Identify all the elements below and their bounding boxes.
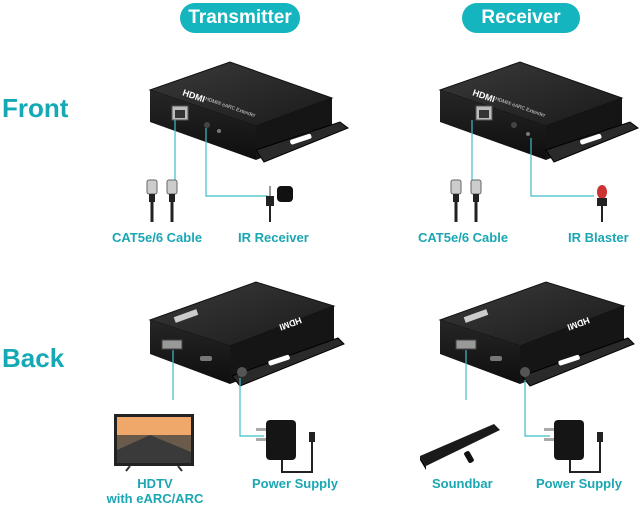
rx-front-cable-caption: CAT5e/6 Cable [418,230,509,245]
receiver-header: Receiver [462,3,580,33]
tv-caption-line2: with eARC/ARC [106,491,204,506]
rx-back-hdmi-port [455,339,477,350]
soundbar-icon [420,424,500,470]
tx-back-power-caption: Power Supply [252,476,338,491]
tx-front-cat-cable-icon [146,179,178,222]
rx-front-ir-caption: IR Blaster [568,230,629,245]
rx-front-cat-cable-icon [450,179,482,222]
back-row-label: Back [2,343,65,373]
tv-icon [114,414,194,472]
rx-front-extender: HDMI HDMI® eARC Extender [438,61,640,163]
tv-caption: HDTV with eARC/ARC [100,476,210,506]
soundbar-caption: Soundbar [432,476,493,491]
tx-back-extender: HDMI [148,281,345,387]
rx-back-dc-port [520,367,530,377]
rx-power-adapter-icon [544,420,603,473]
rx-front-ir-blaster-icon [597,185,607,222]
rx-back-extender: HDMI [438,281,635,387]
tx-back-hdmi-port [161,339,183,350]
front-row-label: Front [2,93,69,123]
tx-back-dc-port [237,367,247,377]
tx-front-cable-caption: CAT5e/6 Cable [112,230,203,245]
tx-front-ir-receiver-icon [266,186,293,222]
tx-front-extender: HDMI HDMI® eARC Extender [148,61,350,163]
tx-power-adapter-icon [256,420,315,473]
transmitter-header: Transmitter [180,3,300,33]
tv-caption-line1: HDTV [137,476,173,491]
tx-front-ir-caption: IR Receiver [238,230,309,245]
rx-back-power-caption: Power Supply [536,476,622,491]
